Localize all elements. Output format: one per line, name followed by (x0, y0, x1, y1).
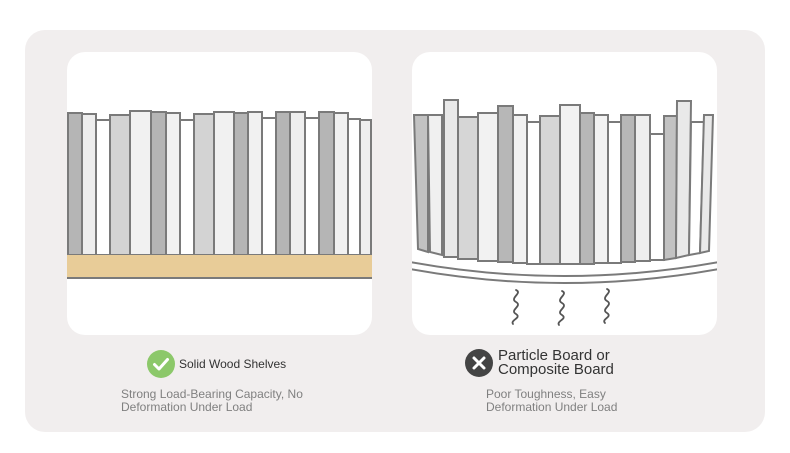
comparison-panel: Solid Wood Shelves Strong Load-Bearing C… (25, 30, 765, 432)
sagging-shelf-board (412, 261, 717, 284)
solid-wood-description: Strong Load-Bearing Capacity, No Deforma… (121, 387, 303, 414)
solid-wood-label: Solid Wood Shelves (147, 350, 286, 378)
particle-board-description: Poor Toughness, Easy Deformation Under L… (486, 387, 618, 414)
check-circle-icon (147, 350, 175, 378)
particle-board-title: Particle Board or Composite Board (498, 347, 614, 378)
wood-shelf-board (67, 255, 372, 278)
book-row (412, 99, 715, 265)
solid-wood-illustration (67, 52, 372, 335)
deformation-wave-marks (511, 288, 610, 326)
x-circle-icon (465, 349, 493, 377)
solid-wood-title: Solid Wood Shelves (179, 357, 287, 371)
particle-board-label: Particle Board or Composite Board (465, 347, 648, 378)
particle-board-illustration (412, 52, 717, 335)
book-row (67, 110, 372, 256)
